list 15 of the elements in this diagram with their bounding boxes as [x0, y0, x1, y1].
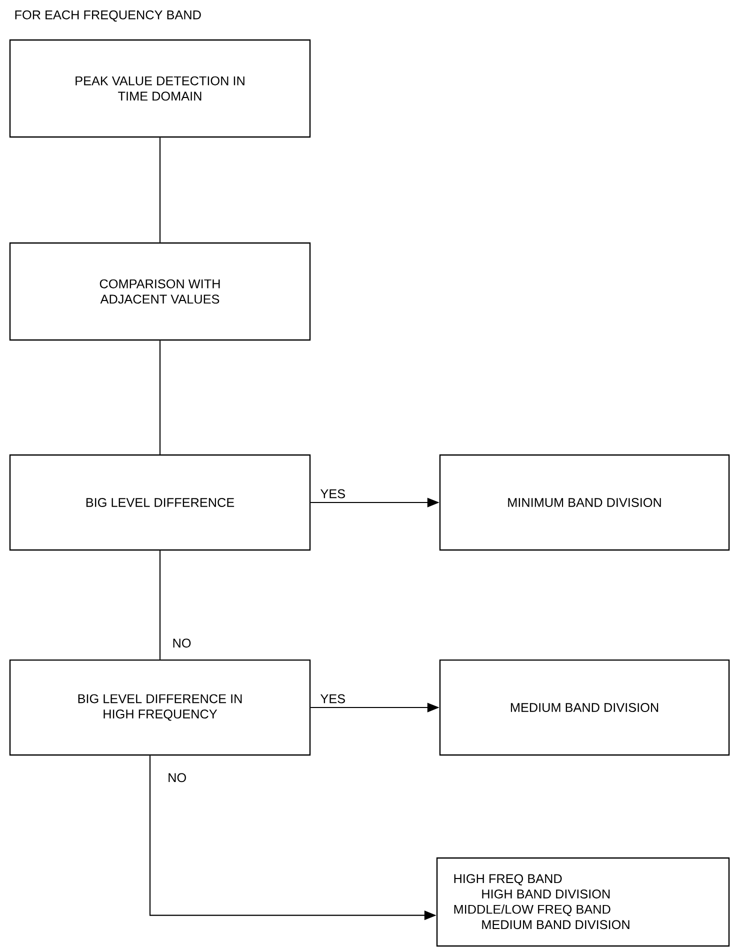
process-box: BIG LEVEL DIFFERENCE	[9, 454, 311, 551]
process-box: PEAK VALUE DETECTION IN TIME DOMAIN	[9, 39, 311, 138]
process-box: MINIMUM BAND DIVISION	[439, 454, 730, 551]
connector	[159, 340, 161, 454]
process-box: MEDIUM BAND DIVISION	[439, 659, 730, 756]
connector	[159, 550, 161, 660]
heading: FOR EACH FREQUENCY BAND	[15, 10, 201, 22]
edge-label: YES	[320, 694, 345, 704]
edge-label: NO	[173, 638, 191, 648]
process-box: COMPARISON WITH ADJACENT VALUES	[9, 242, 311, 341]
edge-label: NO	[168, 773, 186, 782]
process-box: HIGH FREQ BAND HIGH BAND DIVISION MIDDLE/LOW FREQ BAND MEDIUM BAND DIVISION	[436, 857, 730, 947]
connector	[159, 138, 161, 242]
process-box: BIG LEVEL DIFFERENCE IN HIGH FREQUENCY	[9, 659, 311, 756]
edge-label: YES	[320, 489, 345, 498]
